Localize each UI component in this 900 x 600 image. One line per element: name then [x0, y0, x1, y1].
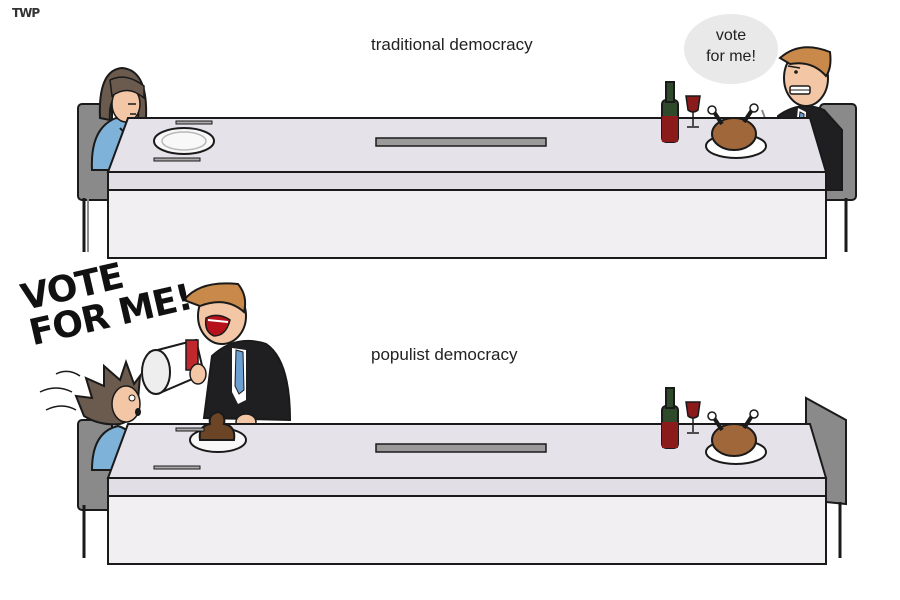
panel-populist: [39, 282, 847, 565]
table-bottom: [106, 387, 828, 565]
table-top: [106, 81, 828, 259]
speech-line-1: vote: [715, 27, 747, 44]
speech-bubble: [684, 14, 778, 84]
woman-frightened: [39, 358, 142, 471]
panel-traditional: [77, 46, 857, 259]
speech-line-2: for me!: [706, 48, 756, 65]
speech-bubble-text: vote for me!: [684, 25, 778, 67]
politician-shouting: [141, 282, 292, 431]
artist-signature: TWP: [12, 6, 40, 20]
caption-bottom: populist democracy: [371, 345, 518, 364]
caption-top: traditional democracy: [371, 35, 533, 54]
